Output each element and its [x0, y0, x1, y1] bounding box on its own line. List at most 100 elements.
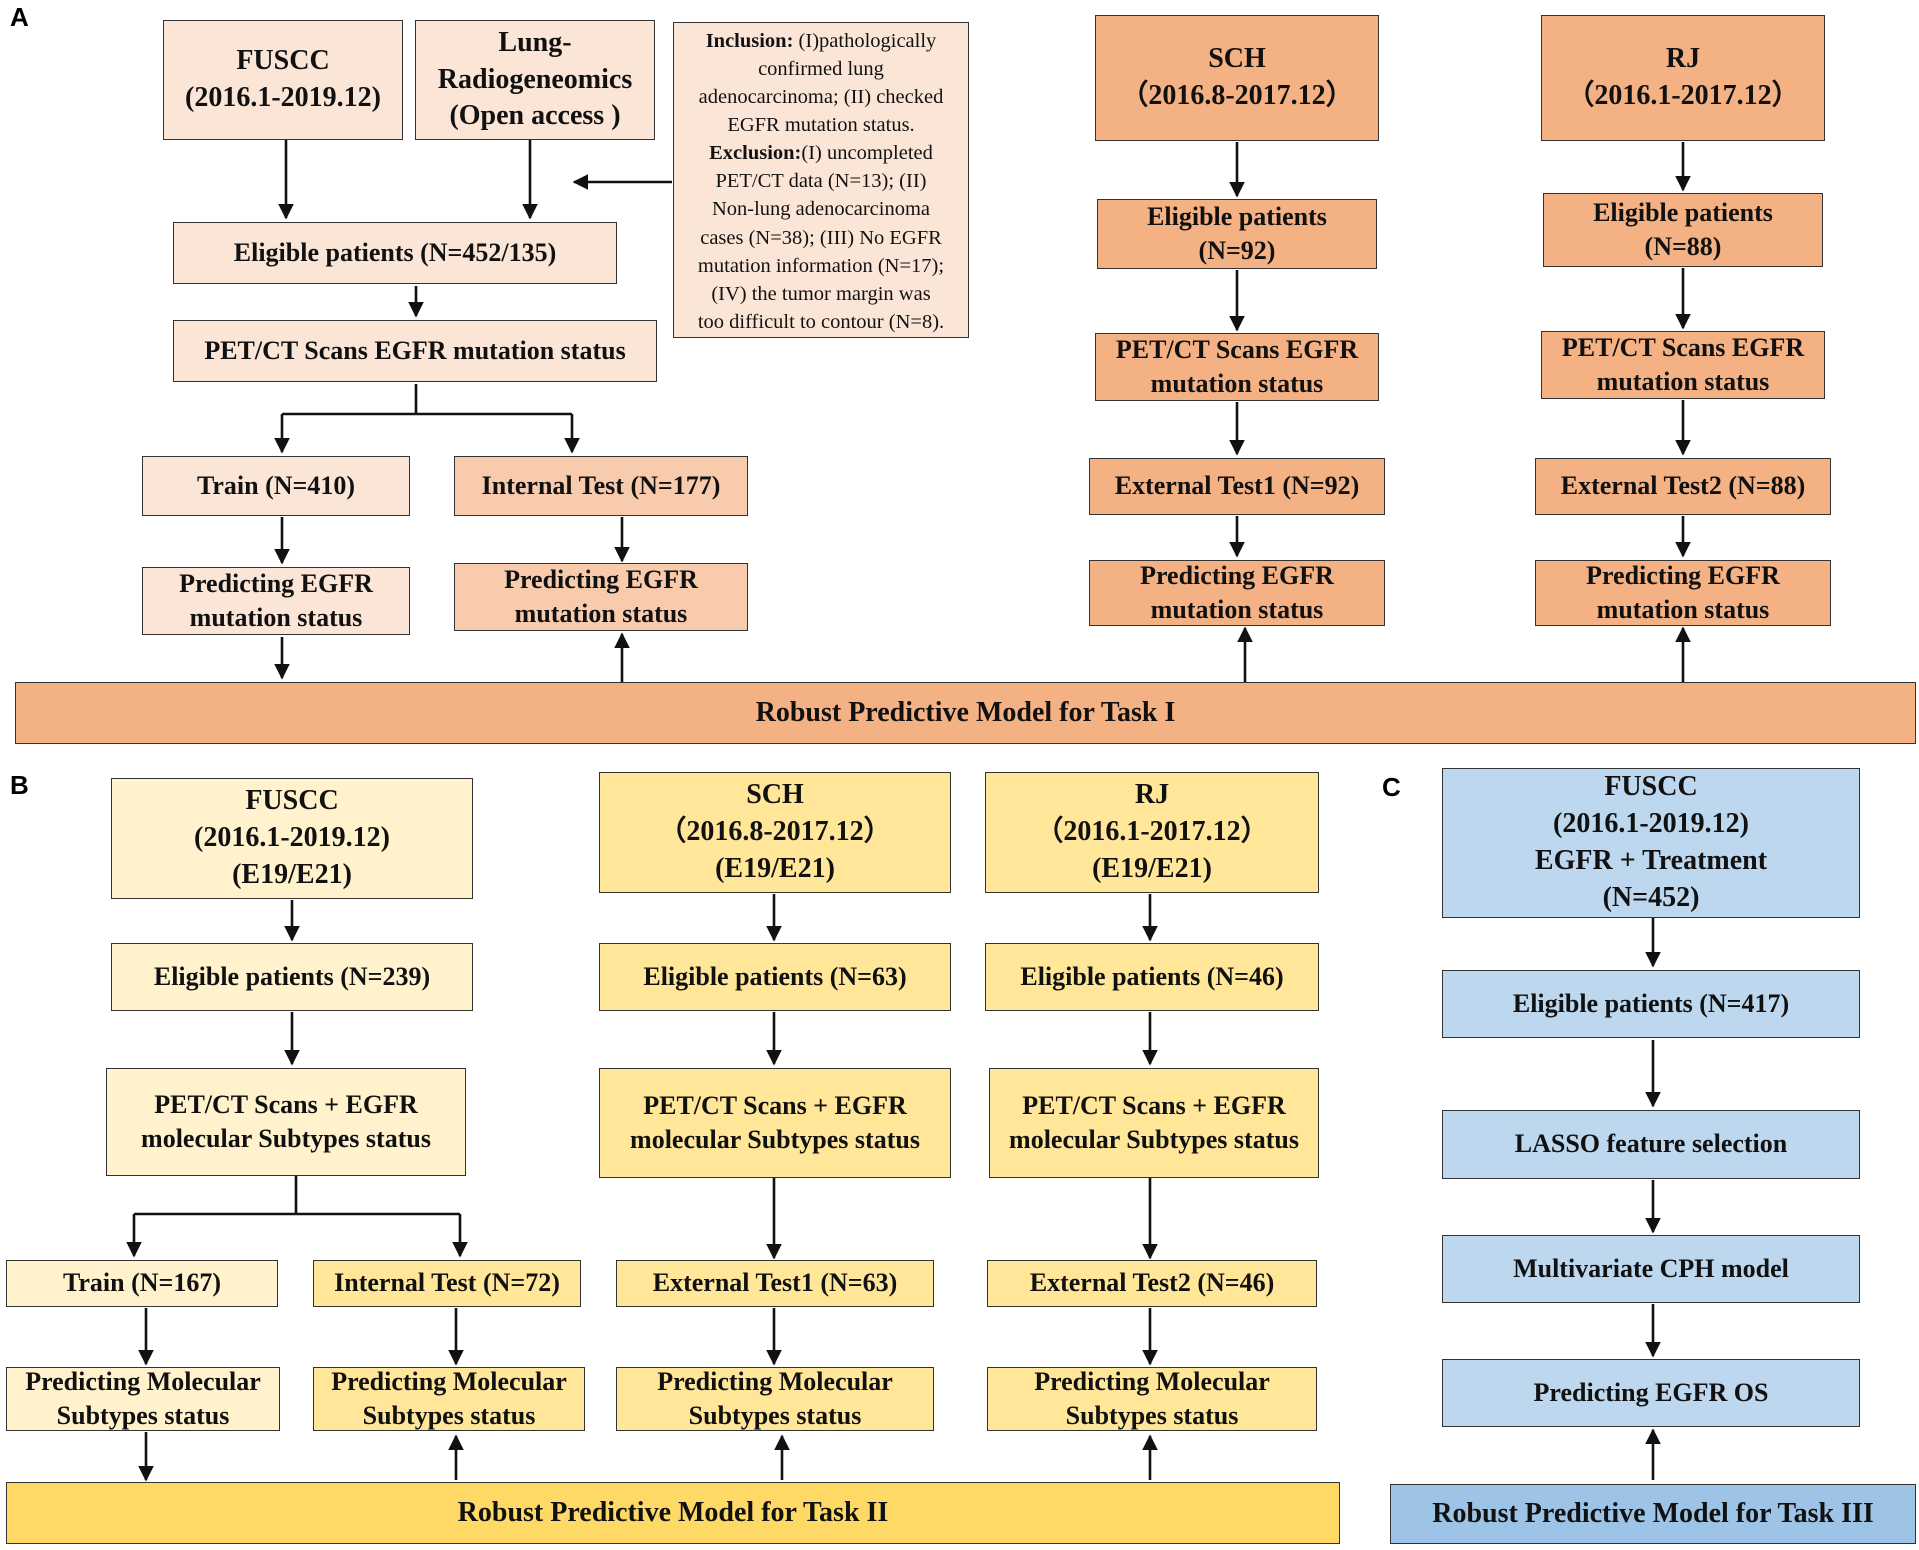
a-train-text: Train (N=410): [196, 470, 356, 500]
a-inclusion-line3: adenocarcinoma; (II) checked: [698, 86, 944, 109]
b-sch-petct-line1: PET/CT Scans + EGFR: [643, 1090, 907, 1120]
a-exclusion-line7: too difficult to contour (N=8).: [697, 310, 945, 333]
c-eligible-text: Eligible patients (N=417): [1512, 988, 1790, 1018]
a-sch-external-test-text: External Test1 (N=92): [1114, 471, 1360, 501]
b-rj-predict-line2: Subtypes status: [1065, 1401, 1239, 1430]
a-lung-radiogenomics-box: Lung- Radiogeneomics (Open access ): [415, 20, 655, 140]
a-rj-predict-box: Predicting EGFR mutation status: [1535, 560, 1831, 626]
b-sch-subtype: (E19/E21): [715, 852, 835, 884]
b-sch-eligible-text: Eligible patients (N=63): [643, 961, 907, 991]
b-predict-train-line2: Subtypes status: [56, 1401, 230, 1430]
a-inclusion-head: Inclusion:: [705, 30, 794, 52]
b-sch-external-test-text: External Test1 (N=63): [652, 1268, 898, 1298]
a-rj-petct-box: PET/CT Scans EGFR mutation status: [1541, 331, 1825, 399]
b-predict-train-box: Predicting Molecular Subtypes status: [6, 1367, 280, 1431]
a-rj-external-test-box: External Test2 (N=88): [1535, 458, 1831, 515]
a-inclusion-line1: Inclusion: (I)pathologically: [680, 27, 962, 55]
a-fuscc-name: FUSCC: [236, 45, 330, 77]
a-rj-petct-line1: PET/CT Scans EGFR: [1561, 332, 1805, 362]
a-sch-petct-line2: mutation status: [1150, 369, 1324, 398]
b-rj-external-test-box: External Test2 (N=46): [987, 1260, 1317, 1307]
b-fuscc-eligible-text: Eligible patients (N=239): [153, 961, 431, 991]
b-sch-petct-box: PET/CT Scans + EGFR molecular Subtypes s…: [599, 1068, 951, 1178]
c-task3-model-text: Robust Predictive Model for Task III: [1432, 1497, 1874, 1529]
a-rj-predict-line2: mutation status: [1596, 595, 1770, 624]
b-predict-internal-box: Predicting Molecular Subtypes status: [313, 1367, 585, 1431]
b-fuscc-name: FUSCC: [245, 785, 339, 817]
b-fuscc-subtype: (E19/E21): [232, 858, 352, 890]
a-predict-train-line1: Predicting EGFR: [179, 568, 373, 598]
a-lung-line1: Lung-: [498, 26, 572, 58]
b-train-text: Train (N=167): [62, 1268, 222, 1298]
b-sch-predict-line1: Predicting Molecular: [657, 1366, 893, 1396]
b-sch-period: （2016.8-2017.12）: [658, 816, 892, 848]
a-sch-external-test-box: External Test1 (N=92): [1089, 458, 1385, 515]
a-task1-model-text: Robust Predictive Model for Task I: [755, 696, 1176, 728]
a-eligible-text: Eligible patients (N=452/135): [233, 237, 557, 267]
a-sch-eligible-line1: Eligible patients: [1147, 201, 1327, 231]
c-predict-os-text: Predicting EGFR OS: [1533, 1377, 1769, 1407]
b-internal-test-text: Internal Test (N=72): [334, 1268, 560, 1298]
b-rj-petct-line1: PET/CT Scans + EGFR: [1022, 1090, 1286, 1120]
b-fuscc-box: FUSCC (2016.1-2019.12) (E19/E21): [111, 778, 473, 899]
c-task3-model-bar: Robust Predictive Model for Task III: [1390, 1484, 1916, 1544]
a-exclusion-text1: (I) uncompleted: [801, 142, 933, 165]
b-fuscc-eligible-box: Eligible patients (N=239): [111, 943, 473, 1011]
b-sch-predict-line2: Subtypes status: [688, 1401, 862, 1430]
a-predict-train-line2: mutation status: [189, 603, 363, 632]
a-fuscc-box: FUSCC (2016.1-2019.12): [163, 20, 403, 140]
b-rj-box: RJ （2016.1-2017.12） (E19/E21): [985, 772, 1319, 893]
c-fuscc-cohort: EGFR + Treatment: [1534, 845, 1768, 876]
a-task1-model-bar: Robust Predictive Model for Task I: [15, 682, 1916, 744]
b-rj-petct-line2: molecular Subtypes status: [1009, 1125, 1299, 1154]
c-eligible-box: Eligible patients (N=417): [1442, 970, 1860, 1038]
a-fuscc-period: (2016.1-2019.12): [185, 82, 381, 113]
a-rj-predict-line1: Predicting EGFR: [1586, 560, 1780, 590]
c-lasso-box: LASSO feature selection: [1442, 1110, 1860, 1179]
a-sch-petct-line1: PET/CT Scans EGFR: [1115, 334, 1359, 364]
b-fuscc-petct-box: PET/CT Scans + EGFR molecular Subtypes s…: [106, 1068, 466, 1176]
a-sch-petct-box: PET/CT Scans EGFR mutation status: [1095, 333, 1379, 401]
b-sch-external-test-box: External Test1 (N=63): [616, 1260, 934, 1307]
b-sch-eligible-box: Eligible patients (N=63): [599, 943, 951, 1011]
a-exclusion-head: Exclusion:: [709, 142, 802, 165]
c-fuscc-period: (2016.1-2019.12): [1553, 808, 1749, 840]
a-sch-period: （2016.8-2017.12）: [1120, 80, 1354, 111]
a-rj-petct-line2: mutation status: [1596, 367, 1770, 396]
b-train-box: Train (N=167): [6, 1260, 278, 1307]
c-fuscc-count: (N=452): [1602, 881, 1700, 913]
panel-c-label: C: [1382, 772, 1401, 802]
c-predict-os-box: Predicting EGFR OS: [1442, 1359, 1860, 1427]
b-rj-predict-box: Predicting Molecular Subtypes status: [987, 1367, 1317, 1431]
a-exclusion-line2: PET/CT data (N=13); (II): [715, 170, 927, 193]
panel-b-label: B: [10, 770, 29, 800]
a-predict-internal-line2: mutation status: [514, 599, 688, 628]
b-fuscc-petct-line1: PET/CT Scans + EGFR: [154, 1089, 418, 1119]
a-exclusion-line6: (IV) the tumor margin was: [711, 282, 931, 305]
b-rj-period: （2016.1-2017.12）: [1035, 816, 1269, 848]
c-cph-box: Multivariate CPH model: [1442, 1235, 1860, 1303]
c-cph-text: Multivariate CPH model: [1513, 1253, 1789, 1283]
a-rj-external-test-text: External Test2 (N=88): [1560, 471, 1806, 501]
a-petct-box: PET/CT Scans EGFR mutation status: [173, 320, 657, 382]
b-rj-eligible-box: Eligible patients (N=46): [985, 943, 1319, 1011]
b-sch-box: SCH （2016.8-2017.12） (E19/E21): [599, 772, 951, 893]
c-fuscc-box: FUSCC (2016.1-2019.12) EGFR + Treatment …: [1442, 768, 1860, 918]
a-rj-eligible-box: Eligible patients (N=88): [1543, 193, 1823, 267]
b-sch-predict-box: Predicting Molecular Subtypes status: [616, 1367, 934, 1431]
a-exclusion-line4: cases (N=38); (III) No EGFR: [700, 226, 942, 249]
c-lasso-text: LASSO feature selection: [1514, 1129, 1788, 1159]
a-predict-internal-box: Predicting EGFR mutation status: [454, 563, 748, 631]
panel-a-label: A: [10, 2, 29, 32]
a-predict-train-box: Predicting EGFR mutation status: [142, 567, 410, 635]
b-sch-name: SCH: [746, 779, 804, 811]
a-sch-predict-box: Predicting EGFR mutation status: [1089, 560, 1385, 626]
a-rj-name: RJ: [1665, 43, 1701, 75]
b-fuscc-petct-line2: molecular Subtypes status: [141, 1124, 431, 1153]
a-inclusion-line2: confirmed lung: [758, 58, 884, 81]
b-sch-petct-line2: molecular Subtypes status: [630, 1125, 920, 1154]
a-sch-eligible-box: Eligible patients (N=92): [1097, 199, 1377, 269]
b-predict-internal-line2: Subtypes status: [362, 1401, 536, 1430]
